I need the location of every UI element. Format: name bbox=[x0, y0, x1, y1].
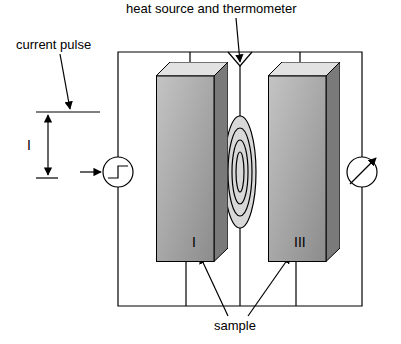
sample-block bbox=[268, 62, 340, 262]
callout-label: sample bbox=[214, 318, 256, 333]
sample-number: III bbox=[294, 234, 306, 250]
sample-block: III bbox=[268, 62, 340, 262]
callout-label: heat source and thermometer bbox=[126, 1, 297, 16]
amplitude-label: I bbox=[27, 138, 31, 153]
sample-block bbox=[156, 62, 228, 262]
sample-number: I bbox=[192, 234, 196, 250]
callout-label: current pulse bbox=[16, 37, 91, 52]
sample-block: I bbox=[156, 62, 228, 262]
